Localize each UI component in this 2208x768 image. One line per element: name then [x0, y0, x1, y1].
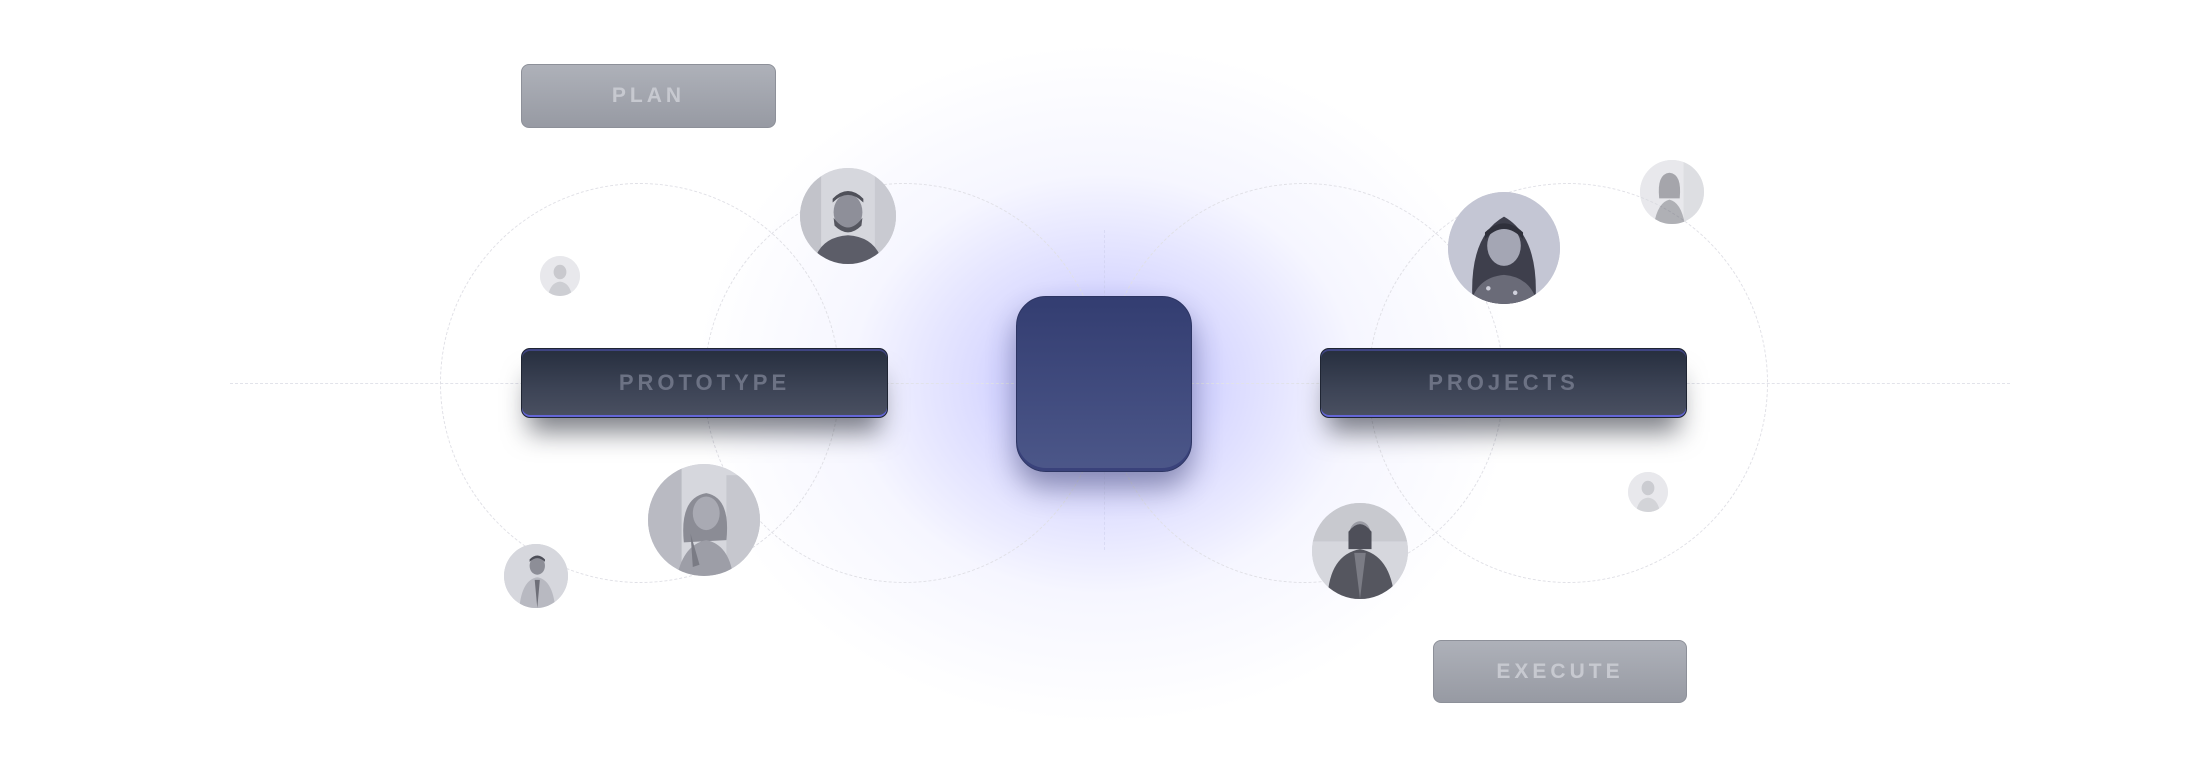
avatar-small-right[interactable] — [1628, 472, 1668, 512]
plan-button[interactable]: PLAN — [521, 64, 776, 128]
central-hub-node[interactable] — [1016, 296, 1192, 472]
person-photo-icon — [800, 168, 896, 264]
person-photo-icon — [1640, 160, 1704, 224]
person-photo-icon — [1448, 192, 1560, 304]
avatar-bearded-man[interactable] — [800, 168, 896, 264]
avatar-woman-jacket[interactable] — [1312, 503, 1408, 599]
person-photo-icon — [1628, 472, 1668, 512]
avatar-man-small[interactable] — [504, 544, 568, 608]
avatar-small-top-left[interactable] — [540, 256, 580, 296]
execute-button[interactable]: EXECUTE — [1433, 640, 1687, 703]
avatar-small-top-right[interactable] — [1640, 160, 1704, 224]
avatar-woman-blonde[interactable] — [648, 464, 760, 576]
prototype-button[interactable]: PROTOTYPE — [521, 348, 888, 418]
person-photo-icon — [648, 464, 760, 576]
projects-button[interactable]: PROJECTS — [1320, 348, 1687, 418]
person-photo-icon — [504, 544, 568, 608]
person-photo-icon — [1312, 503, 1408, 599]
person-photo-icon — [540, 256, 580, 296]
avatar-woman-bangs[interactable] — [1448, 192, 1560, 304]
